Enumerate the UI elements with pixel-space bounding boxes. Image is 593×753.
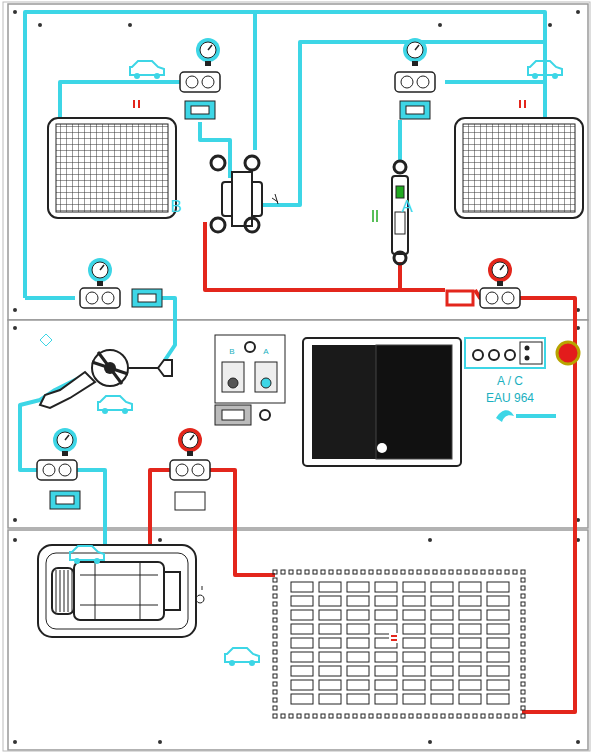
valve-block xyxy=(80,288,120,308)
car-icon xyxy=(130,61,164,75)
car-wheel xyxy=(134,73,140,79)
sensor-box xyxy=(50,491,80,509)
screw xyxy=(576,10,580,14)
evaporator-core xyxy=(56,124,168,212)
car-icon xyxy=(225,648,259,662)
screw xyxy=(548,23,552,27)
screw xyxy=(13,10,17,14)
car-wheel xyxy=(122,408,128,414)
sensor-symbol xyxy=(40,334,52,346)
pressure-gauge xyxy=(403,38,427,66)
screw xyxy=(13,326,17,330)
circuit-letter: A xyxy=(263,348,268,356)
panel-title: A / C xyxy=(497,375,523,387)
car-icon xyxy=(528,61,562,75)
pressure-gauge xyxy=(196,38,220,66)
clutch-symbol xyxy=(196,586,204,603)
valve-block xyxy=(170,460,210,480)
screw xyxy=(38,23,42,27)
condenser xyxy=(273,570,525,718)
airflow-symbol xyxy=(134,100,139,108)
valve-block xyxy=(395,72,435,92)
screw xyxy=(428,538,432,542)
panel-frame xyxy=(3,2,590,751)
low-pressure-pipe xyxy=(60,82,180,120)
sensor-box xyxy=(175,492,205,510)
compressor xyxy=(38,545,196,637)
low-pressure-pipe xyxy=(200,122,230,178)
circuit-letter: A xyxy=(401,198,412,215)
screw xyxy=(438,23,442,27)
screw xyxy=(576,740,580,744)
screw xyxy=(428,740,432,744)
high-pressure-pipe xyxy=(205,470,275,575)
expansion-valve xyxy=(211,156,278,232)
filter xyxy=(447,291,473,305)
car-wheel xyxy=(94,558,100,564)
airflow-symbol xyxy=(520,100,525,108)
screw xyxy=(128,23,132,27)
car-wheel xyxy=(552,73,558,79)
switch-panel xyxy=(465,338,545,368)
valve-block xyxy=(480,288,520,308)
car-wheel xyxy=(74,558,80,564)
car-icon xyxy=(70,546,104,560)
evaporator-frame xyxy=(455,118,583,218)
accumulator xyxy=(40,350,172,408)
circuit-letter: B xyxy=(229,348,234,356)
sensor-box xyxy=(400,101,430,119)
panel-frame xyxy=(8,4,588,320)
screw xyxy=(13,538,17,542)
sensor-box xyxy=(185,101,215,119)
screw xyxy=(13,308,17,312)
low-pressure-pipe xyxy=(445,80,545,84)
screw xyxy=(158,740,162,744)
display-screen xyxy=(303,338,461,466)
low-pressure-pipe xyxy=(25,296,75,300)
logo xyxy=(516,414,556,418)
evaporator-core xyxy=(463,124,575,212)
screw xyxy=(158,538,162,542)
low-pressure-pipe xyxy=(25,12,255,298)
car-icon xyxy=(98,396,132,410)
screw xyxy=(13,518,17,522)
high-pressure-pipe xyxy=(398,262,402,290)
car-wheel xyxy=(154,73,160,79)
panel-title: EAU 964 xyxy=(486,392,534,404)
pressure-gauge xyxy=(488,258,512,286)
pressure-gauge xyxy=(88,258,112,286)
panel-frame xyxy=(8,320,588,528)
sensor-box xyxy=(132,289,162,307)
screw xyxy=(13,740,17,744)
low-pressure-pipe xyxy=(398,120,402,160)
valve-block xyxy=(37,460,77,480)
control-box xyxy=(215,335,285,425)
logo xyxy=(496,410,514,422)
evaporator-frame xyxy=(48,118,176,218)
valve-block xyxy=(180,72,220,92)
circuit-letter: B xyxy=(170,198,181,215)
car-wheel xyxy=(102,408,108,414)
pressure-gauge xyxy=(178,428,202,456)
car-wheel xyxy=(229,660,235,666)
emergency-button xyxy=(557,342,579,364)
panel-frame xyxy=(8,530,588,750)
pressure-gauge xyxy=(53,428,77,456)
car-wheel xyxy=(532,73,538,79)
car-wheel xyxy=(249,660,255,666)
